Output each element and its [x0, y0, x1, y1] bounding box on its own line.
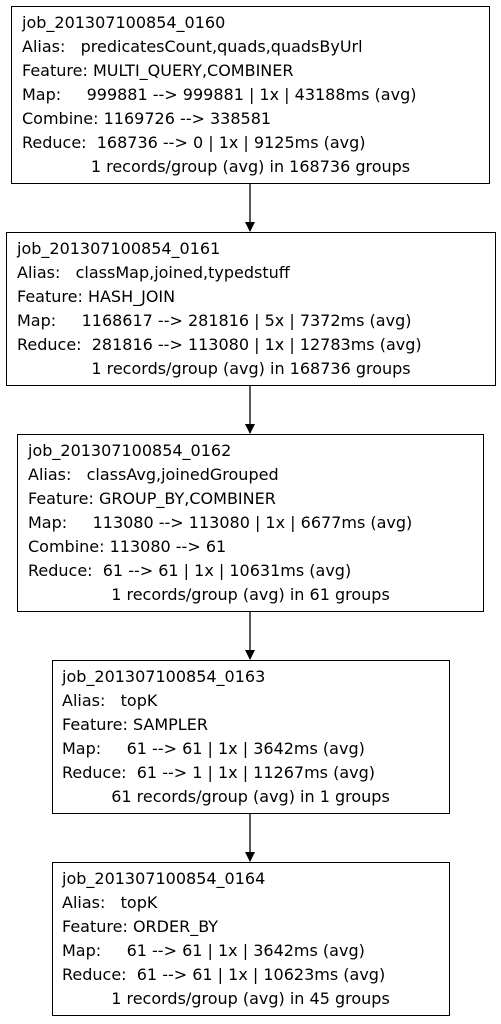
job-id: job_201307100854_0163: [62, 667, 266, 686]
alias-line: Alias: topK: [62, 691, 158, 710]
groups-line: 1 records/group (avg) in 45 groups: [111, 989, 390, 1008]
map-line: Map: 999881 --> 999881 | 1x | 43188ms (a…: [22, 85, 417, 104]
groups-line: 1 records/group (avg) in 168736 groups: [91, 359, 411, 378]
feature-line: Feature: MULTI_QUERY,COMBINER: [22, 61, 294, 80]
reduce-line: Reduce: 281816 --> 113080 | 1x | 12783ms…: [17, 335, 422, 354]
feature-line: Feature: HASH_JOIN: [17, 287, 176, 306]
map-line: Map: 61 --> 61 | 1x | 3642ms (avg): [62, 941, 365, 960]
alias-line: Alias: predicatesCount,quads,quadsByUrl: [22, 37, 363, 56]
groups-line: 61 records/group (avg) in 1 groups: [111, 787, 390, 806]
job-id: job_201307100854_0164: [62, 869, 266, 888]
combine-line: Combine: 113080 --> 61: [28, 537, 227, 556]
feature-line: Feature: ORDER_BY: [62, 917, 219, 936]
feature-line: Feature: SAMPLER: [62, 715, 208, 734]
map-line: Map: 61 --> 61 | 1x | 3642ms (avg): [62, 739, 365, 758]
reduce-line: Reduce: 61 --> 61 | 1x | 10623ms (avg): [62, 965, 386, 984]
map-line: Map: 113080 --> 113080 | 1x | 6677ms (av…: [28, 513, 413, 532]
job-id: job_201307100854_0160: [22, 13, 226, 32]
alias-line: Alias: topK: [62, 893, 158, 912]
job-id: job_201307100854_0161: [17, 239, 221, 258]
alias-line: Alias: classAvg,joinedGrouped: [28, 465, 279, 484]
feature-line: Feature: GROUP_BY,COMBINER: [28, 489, 276, 508]
reduce-line: Reduce: 168736 --> 0 | 1x | 9125ms (avg): [22, 133, 366, 152]
job-node-0163: job_201307100854_0163 Alias: topK Featur…: [52, 660, 450, 814]
map-line: Map: 1168617 --> 281816 | 5x | 7372ms (a…: [17, 311, 412, 330]
groups-line: 1 records/group (avg) in 168736 groups: [90, 157, 411, 176]
job-id: job_201307100854_0162: [28, 441, 232, 460]
job-node-0164: job_201307100854_0164 Alias: topK Featur…: [52, 862, 450, 1016]
reduce-line: Reduce: 61 --> 61 | 1x | 10631ms (avg): [28, 561, 352, 580]
job-node-0162: job_201307100854_0162 Alias: classAvg,jo…: [17, 434, 484, 612]
alias-line: Alias: classMap,joined,typedstuff: [17, 263, 290, 282]
job-node-0161: job_201307100854_0161 Alias: classMap,jo…: [6, 232, 496, 386]
job-node-0160: job_201307100854_0160 Alias: predicatesC…: [11, 6, 490, 184]
groups-line: 1 records/group (avg) in 61 groups: [111, 585, 390, 604]
combine-line: Combine: 1169726 --> 338581: [22, 109, 272, 128]
reduce-line: Reduce: 61 --> 1 | 1x | 11267ms (avg): [62, 763, 375, 782]
